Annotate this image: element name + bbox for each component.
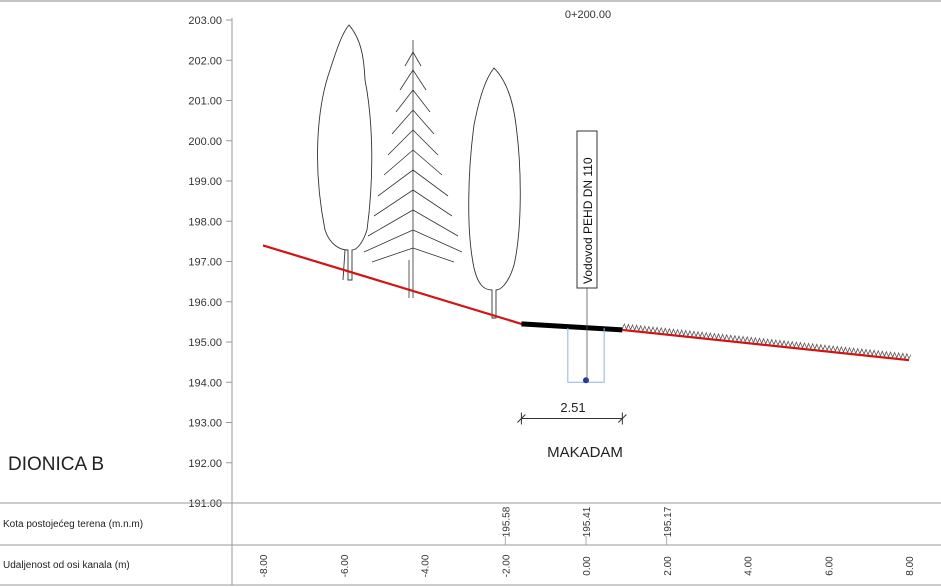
pipe-trench	[567, 327, 605, 384]
road-surface-line	[521, 321, 623, 333]
pipe-marker	[583, 377, 589, 384]
y-axis-ticks: 203.00 202.00 201.00 200.00 199.00 198.00 197.…	[188, 15, 232, 510]
row-label-elevation: Kota postojećeg terena (m.n.m)	[3, 519, 143, 530]
x-tick-label: 4.00	[744, 556, 755, 576]
x-tick-label: 0.00	[582, 556, 593, 576]
y-tick-label: 200.00	[188, 136, 222, 148]
y-tick-label: 198.00	[188, 216, 222, 228]
y-tick-label: 201.00	[188, 96, 222, 108]
section-label: DIONICA B	[8, 454, 104, 475]
y-tick-label: 197.00	[188, 257, 222, 269]
elevation-value: 195.58	[501, 506, 512, 537]
elevation-value: 195.17	[663, 506, 674, 537]
y-tick-label: 194.00	[188, 377, 222, 389]
x-tick-label: -8.00	[259, 554, 270, 577]
terrain-line-right	[622, 328, 910, 362]
x-tick-label: -4.00	[421, 554, 432, 577]
y-tick-label: 195.00	[188, 337, 222, 349]
row-label-distance: Udaljenost od osi kanala (m)	[3, 560, 130, 571]
utility-label: Vodovod PEHD DN 110	[581, 157, 595, 284]
y-tick-label: 199.00	[188, 176, 222, 188]
elevation-values: 195.58 195.41 195.17	[501, 506, 674, 545]
trench-outline	[567, 327, 605, 383]
x-tick-label: -6.00	[340, 554, 351, 577]
dimension-label: 2.51	[560, 400, 585, 415]
x-tick-label: 6.00	[824, 556, 835, 576]
terrain-line-left	[262, 244, 522, 325]
y-tick-label: 196.00	[188, 297, 222, 309]
tree-cypress-right	[468, 67, 521, 319]
dimension-tick	[517, 414, 526, 423]
grass-mark	[904, 352, 912, 360]
terrain-profile	[262, 244, 910, 362]
y-tick-label: 203.00	[188, 15, 222, 27]
y-tick-label: 202.00	[188, 55, 222, 67]
y-tick-label: 191.00	[188, 498, 222, 510]
dimension-tick	[617, 414, 627, 423]
x-tick-label: -2.00	[501, 554, 512, 577]
width-dimension	[517, 412, 627, 425]
y-tick-label: 192.00	[188, 458, 222, 470]
elevation-value: 195.41	[582, 506, 593, 537]
x-tick-label: 8.00	[905, 556, 916, 576]
surface-label: MAKADAM	[547, 444, 623, 461]
tree-spruce	[363, 40, 463, 298]
distance-values: -8.00 -6.00 -4.00 -2.00 0.00 2.00 4.00 6.00 8.00	[259, 554, 916, 577]
y-tick-label: 193.00	[188, 418, 222, 430]
tree-cypress-left	[317, 24, 373, 281]
station-label: 0+200.00	[565, 9, 611, 21]
x-tick-label: 2.00	[663, 556, 674, 576]
grass-hatch	[622, 322, 912, 360]
